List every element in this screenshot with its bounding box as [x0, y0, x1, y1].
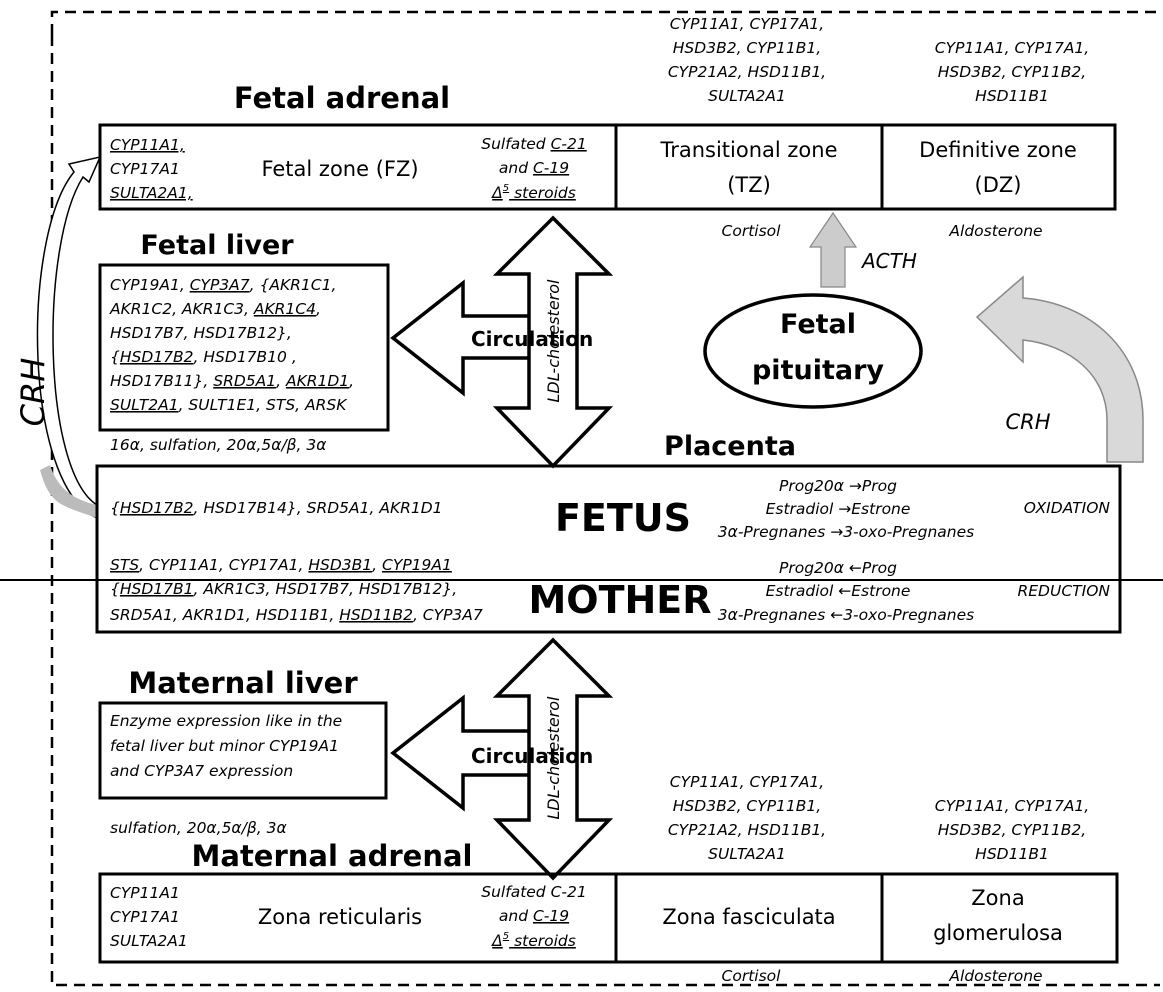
placenta-box [95, 464, 1122, 634]
oxidation-label: OXIDATION [1024, 499, 1111, 517]
fz-enzyme-1: CYP11A1, [110, 136, 185, 154]
zg-label-2: glomerulosa [933, 921, 1063, 945]
fetal-liver-title: Fetal liver [140, 230, 294, 261]
acth-label: ACTH [860, 249, 917, 273]
zf-enzymes-2: HSD3B2, CYP11B1, [673, 797, 821, 815]
dz-enzymes-2: HSD3B2, CYP11B2, [938, 63, 1086, 81]
crh-left-arrow-fill [40, 465, 97, 518]
crh-left-label: CRH [14, 358, 52, 427]
zr-products-1: Sulfated C-21 [481, 883, 586, 901]
zr-products-2: and C-19 [499, 907, 569, 925]
reduction-label: REDUCTION [1017, 582, 1110, 600]
zf-enzymes-1: CYP11A1, CYP17A1, [670, 773, 824, 791]
mother-enzymes-1: STS, CYP11A1, CYP17A1, HSD3B1, CYP19A1 [110, 556, 452, 574]
fetal-liver-line-1: CYP19A1, CYP3A7, {AKR1C1, [110, 276, 336, 294]
tz-label-1: Transitional zone [659, 138, 837, 162]
fz-products-2: and C-19 [499, 159, 569, 177]
fetal-liver-reactions: 16α, sulfation, 20α,5α/β, 3α [110, 436, 327, 454]
fetal-liver-line-3: HSD17B7, HSD17B12}, [110, 324, 292, 342]
zg-product: Aldosterone [948, 967, 1042, 985]
maternal-adrenal-box [98, 872, 1119, 964]
mother-label: MOTHER [528, 578, 711, 622]
zg-enzymes-1: CYP11A1, CYP17A1, [935, 797, 1089, 815]
tz-enzymes-4: SULTA2A1 [708, 87, 786, 105]
fetus-enzymes: {HSD17B2, HSD17B14}, SRD5A1, AKR1D1 [110, 499, 443, 517]
fetus-reaction-2: Estradiol →Estrone [766, 500, 911, 518]
fz-label: Fetal zone (FZ) [261, 157, 418, 181]
zr-enzyme-2: CYP17A1 [110, 908, 180, 926]
mother-reaction-2: Estradiol ←Estrone [766, 582, 911, 600]
fetal-adrenal-box [98, 123, 1117, 211]
zr-products-3: Δ5 steroids [491, 931, 576, 950]
zg-enzymes-2: HSD3B2, CYP11B2, [938, 821, 1086, 839]
tz-enzymes-2: HSD3B2, CYP11B1, [673, 39, 821, 57]
mother-enzymes-3: SRD5A1, AKR1D1, HSD11B1, HSD11B2, CYP3A7 [110, 606, 483, 624]
fetal-pituitary-ellipse [703, 293, 923, 409]
fz-products-3: Δ5 steroids [491, 183, 576, 202]
maternal-liver-text-2: fetal liver but minor CYP19A1 [110, 737, 339, 755]
lower-ldl-arrow [492, 637, 614, 881]
maternal-liver-reactions: sulfation, 20α,5α/β, 3α [110, 819, 287, 837]
crh-left-arrow [36, 155, 102, 520]
mother-reaction-1: Prog20α ←Prog [779, 559, 897, 577]
zg-label-1: Zona [971, 886, 1024, 910]
fz-enzyme-2: CYP17A1 [110, 160, 180, 178]
tz-enzymes-1: CYP11A1, CYP17A1, [670, 15, 824, 33]
maternal-liver-title: Maternal liver [128, 666, 358, 700]
fetus-reaction-1: Prog20α →Prog [779, 477, 897, 495]
zr-label: Zona reticularis [258, 905, 422, 929]
mother-enzymes-2: {HSD17B1, AKR1C3, HSD17B7, HSD17B12}, [110, 580, 457, 598]
maternal-adrenal-title: Maternal adrenal [192, 839, 473, 873]
mother-reaction-3: 3α-Pregnanes ←3-oxo-Pregnanes [718, 606, 974, 624]
upper-circulation-label: Circulation [471, 327, 593, 351]
maternal-liver-box [98, 701, 388, 800]
zr-enzyme-1: CYP11A1 [110, 884, 180, 902]
zf-product: Cortisol [722, 967, 782, 985]
fetal-adrenal-title: Fetal adrenal [234, 81, 450, 115]
maternal-liver-text-1: Enzyme expression like in the [110, 712, 342, 730]
upper-ldl-label: LDL-cholesterol [544, 279, 563, 403]
zf-enzymes-3: CYP21A2, HSD11B1, [668, 821, 826, 839]
zr-enzyme-3: SULTA2A1 [110, 932, 188, 950]
fetus-reaction-3: 3α-Pregnanes →3-oxo-Pregnanes [718, 523, 974, 541]
dz-label-2: (DZ) [975, 173, 1022, 197]
tz-enzymes-3: CYP21A2, HSD11B1, [668, 63, 826, 81]
dz-enzymes-3: HSD11B1 [975, 87, 1049, 105]
acth-arrow [808, 211, 858, 288]
fetal-liver-line-2: AKR1C2, AKR1C3, AKR1C4, [109, 300, 321, 318]
fetal-liver-box [98, 263, 390, 432]
dz-label-1: Definitive zone [919, 138, 1077, 162]
placenta-title: Placenta [664, 431, 796, 462]
fetal-liver-line-6: SULT2A1, SULT1E1, STS, ARSK [110, 396, 348, 414]
zg-enzymes-3: HSD11B1 [975, 845, 1049, 863]
tz-label-2: (TZ) [727, 173, 771, 197]
lower-circulation-label: Circulation [471, 744, 593, 768]
crh-right-arrow [975, 275, 1144, 463]
zf-label: Zona fasciculata [662, 905, 835, 929]
maternal-liver-text-3: and CYP3A7 expression [110, 762, 293, 780]
fetal-liver-line-4: {HSD17B2, HSD17B10 , [110, 348, 297, 366]
dz-enzymes-1: CYP11A1, CYP17A1, [935, 39, 1089, 57]
crh-right-label: CRH [1005, 410, 1050, 434]
dz-product: Aldosterone [948, 222, 1042, 240]
fz-enzyme-3: SULTA2A1, [110, 184, 193, 202]
zf-enzymes-4: SULTA2A1 [708, 845, 786, 863]
fetal-pituitary-label-1: Fetal [780, 309, 856, 340]
tz-product: Cortisol [722, 222, 782, 240]
fz-products-1: Sulfated C-21 [481, 135, 586, 153]
fetal-liver-line-5: HSD17B11}, SRD5A1, AKR1D1, [110, 372, 354, 390]
lower-ldl-label: LDL-cholesterol [544, 696, 563, 820]
fetal-pituitary-label-2: pituitary [752, 355, 884, 386]
fetus-label: FETUS [555, 496, 691, 540]
